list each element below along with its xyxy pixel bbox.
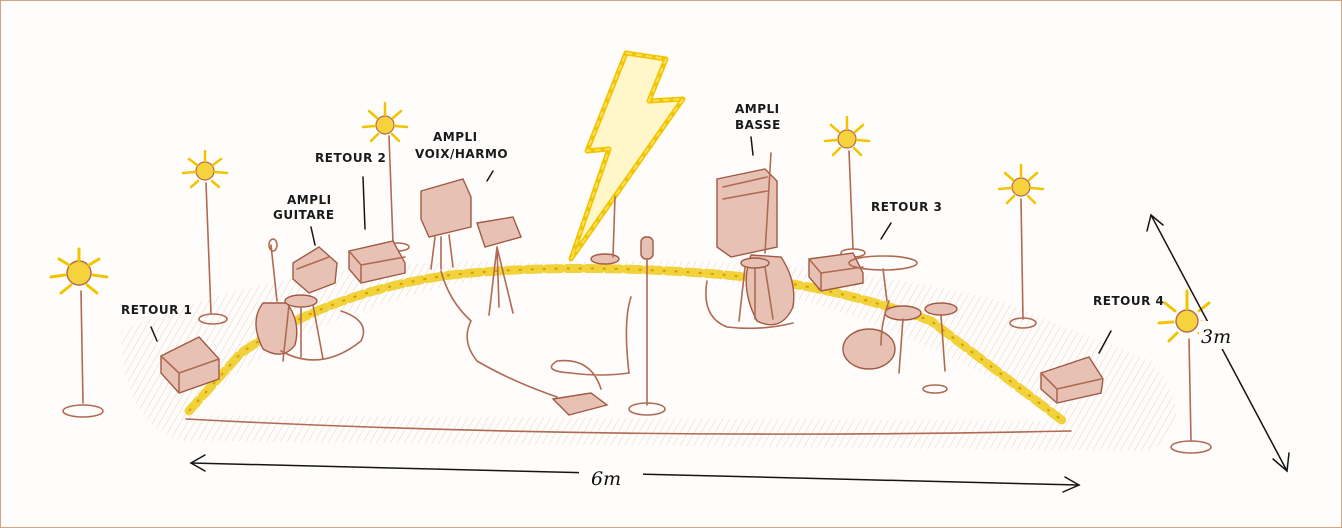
svg-text:RETOUR 2: RETOUR 2 — [315, 151, 386, 165]
label-retour-4: RETOUR 4 — [1093, 294, 1164, 353]
svg-text:RETOUR 4: RETOUR 4 — [1093, 294, 1164, 308]
svg-text:AMPLI: AMPLI — [735, 102, 780, 116]
dimension-depth-label: 3m — [1201, 326, 1231, 348]
lamp-mid-left — [363, 103, 409, 251]
svg-text:RETOUR 1: RETOUR 1 — [121, 303, 192, 317]
label-ampli-guitare: AMPLI GUITARE — [273, 193, 335, 245]
label-ampli-basse: AMPLI BASSE — [735, 102, 781, 155]
svg-text:GUITARE: GUITARE — [273, 208, 335, 222]
svg-text:VOIX/HARMO: VOIX/HARMO — [415, 147, 508, 161]
lamp-far-left — [51, 249, 107, 417]
lamp-mid-right — [825, 117, 869, 257]
label-ampli-voix-harmo: AMPLI VOIX/HARMO — [415, 130, 508, 181]
svg-text:BASSE: BASSE — [735, 118, 781, 132]
ampli-voix-harmo-amp — [421, 179, 471, 269]
svg-text:AMPLI: AMPLI — [433, 130, 478, 144]
svg-text:RETOUR 3: RETOUR 3 — [871, 200, 942, 214]
label-retour-3: RETOUR 3 — [871, 200, 942, 239]
dimension-width-label: 6m — [591, 468, 621, 490]
lightning-bolt — [571, 53, 683, 259]
svg-text:AMPLI: AMPLI — [287, 193, 332, 207]
